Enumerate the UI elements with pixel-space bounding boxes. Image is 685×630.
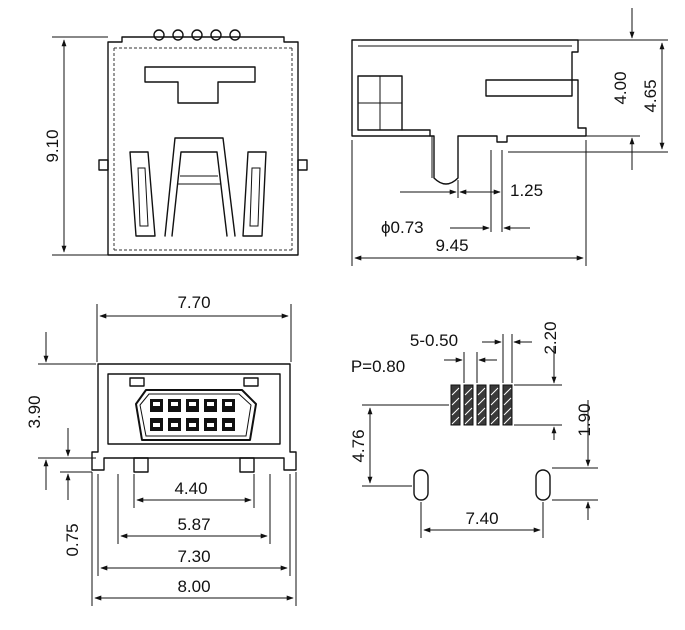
dim-height-400: 4.00 (611, 71, 630, 104)
dim-span-730: 7.30 (177, 547, 210, 566)
peg-hole-left (413, 469, 429, 501)
dim-peg-span: 7.40 (465, 509, 498, 528)
dim-leg-075: 0.75 (63, 523, 82, 556)
dim-width-800: 8.00 (177, 577, 210, 596)
dim-pitch: P=0.80 (351, 357, 405, 376)
dim-height-465: 4.65 (641, 79, 660, 112)
footprint-pads (450, 384, 513, 426)
peg-hole-right (535, 469, 551, 501)
top-pins (153, 29, 241, 41)
dim-row-to-peg: 4.76 (349, 429, 368, 462)
dim-span-440: 4.40 (174, 479, 207, 498)
front-pin-contacts (150, 399, 235, 431)
dim-peg-offset: 1.90 (575, 403, 594, 436)
dim-span-587: 5.87 (177, 515, 210, 534)
pcb-footprint: 5-0.50 P=0.80 2.20 1.90 4.76 7.40 (349, 321, 598, 538)
dim-pin-offset: 1.25 (510, 181, 543, 200)
dim-length-945: 9.45 (435, 236, 468, 255)
dim-height-910: 9.10 (43, 129, 62, 162)
front-view: 7.70 3.90 0.75 4.40 5.87 7.30 8.00 (25, 293, 297, 606)
top-view: 9.10 (43, 29, 308, 256)
dim-width-770: 7.70 (177, 293, 210, 312)
dim-pin-diameter: ϕ0.73 (381, 218, 424, 237)
side-view: 4.00 4.65 1.25 ϕ0.73 9.45 (351, 8, 668, 266)
dim-pad-length: 2.20 (541, 321, 560, 354)
dim-height-390: 3.90 (25, 395, 44, 428)
dim-pad-spec: 5-0.50 (410, 331, 458, 350)
